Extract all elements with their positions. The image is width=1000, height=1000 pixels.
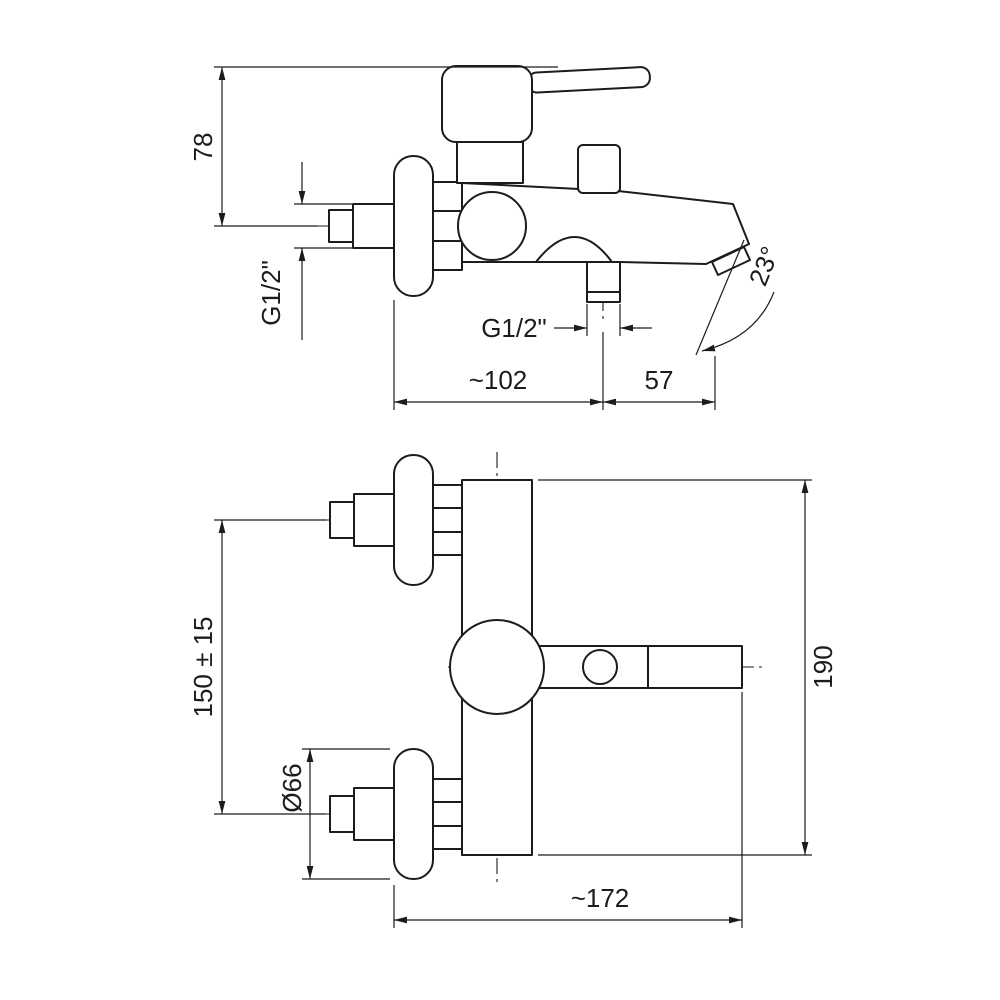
- cartridge-dome: [457, 191, 527, 261]
- spout-aerator: [711, 246, 751, 276]
- escutcheon-bottom: [393, 748, 434, 880]
- angle-reference-line: [695, 239, 745, 356]
- dim-150-label: 150 ± 15: [188, 616, 218, 717]
- diverter-knob: [577, 144, 621, 194]
- dim-outlet-thread-label: G1/2": [481, 313, 547, 343]
- shower-outlet: [586, 261, 621, 303]
- dim-inlet-thread-label: G1/2": [256, 260, 286, 326]
- wall-pipe-stub-top: [329, 501, 355, 539]
- side-view: 78 G1/2" G1/2" ~102 57: [188, 65, 785, 410]
- dim-center-distance: 150 ± 15: [188, 519, 326, 815]
- wall-pipe-stub-bottom: [329, 795, 355, 833]
- dim-172-label: ~172: [571, 883, 630, 913]
- wall-pipe-top: [353, 493, 395, 547]
- dim-escutcheon-diameter: Ø66: [277, 748, 390, 880]
- escutcheon: [393, 155, 434, 297]
- wall-pipe-stub: [328, 209, 356, 243]
- hex-nut-top: [432, 484, 463, 556]
- dim-outlet-thread: G1/2": [481, 304, 652, 343]
- wall-pipe: [352, 203, 395, 249]
- handle-screw: [582, 649, 618, 685]
- front-view: 150 ± 15 Ø66 190 ~172: [188, 452, 838, 928]
- dim-102-label: ~102: [469, 365, 528, 395]
- handle-lever-front: [531, 645, 743, 689]
- dim-depths: ~102 57: [393, 300, 716, 410]
- angle-arc: [701, 291, 775, 352]
- wall-pipe-bottom: [353, 787, 395, 841]
- escutcheon-top: [393, 454, 434, 586]
- body-contour: [535, 236, 613, 263]
- dim-body-height: 190: [538, 479, 838, 856]
- dim-190-label: 190: [808, 645, 838, 688]
- dim-handle-height: 78: [188, 66, 558, 227]
- dim-57-label: 57: [645, 365, 674, 395]
- dim-inlet-thread: G1/2": [256, 162, 352, 340]
- dim-overall-width: ~172: [393, 692, 743, 928]
- cartridge-dome-front: [449, 619, 545, 715]
- hex-nut-bottom: [432, 778, 463, 850]
- handle-cap: [441, 65, 533, 143]
- dim-o66-label: Ø66: [277, 763, 307, 812]
- handle-neck: [456, 141, 524, 184]
- dim-78-label: 78: [188, 133, 218, 162]
